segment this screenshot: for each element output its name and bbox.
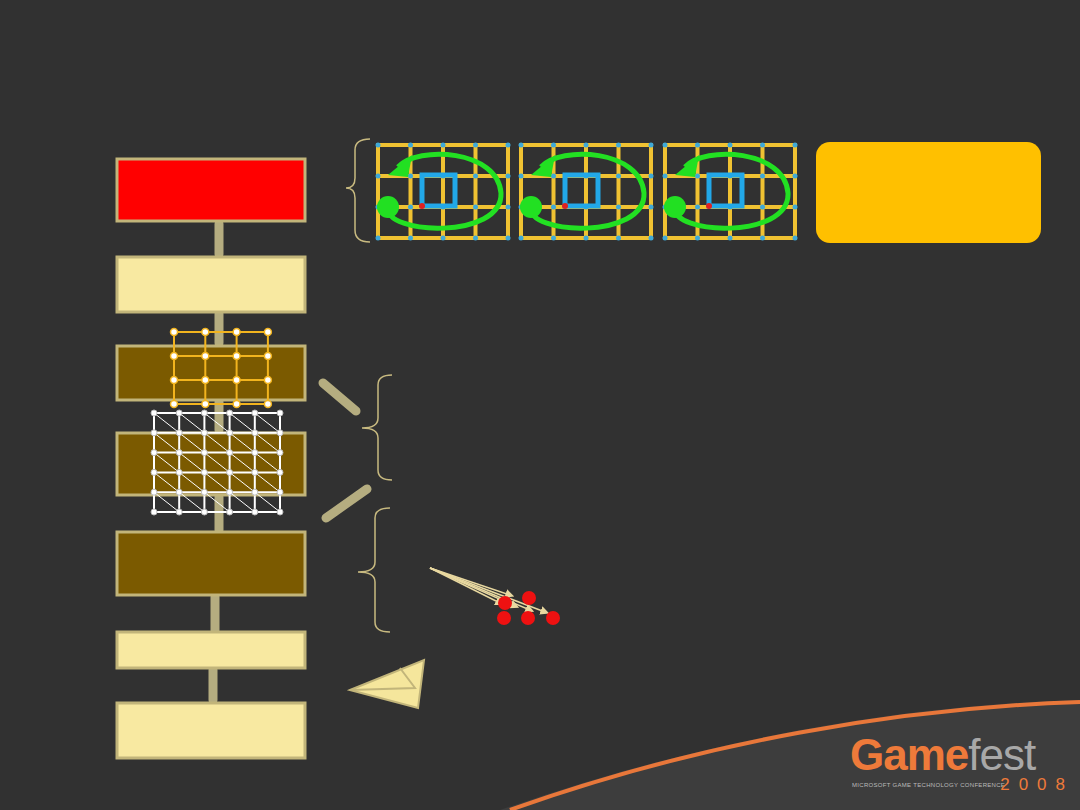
logo-year: 2008 — [1000, 775, 1074, 795]
orange-mesh — [171, 329, 272, 408]
swoosh-line — [510, 702, 1080, 810]
grid-tile — [519, 143, 654, 241]
grid-tile — [663, 143, 798, 241]
braces — [346, 139, 392, 632]
swoosh — [500, 700, 1080, 810]
fan-lines — [430, 568, 545, 612]
logo-word: Game — [850, 730, 968, 780]
grid-tile — [376, 143, 511, 241]
white-mesh — [151, 410, 283, 515]
logo-word: fest — [968, 730, 1035, 780]
logo: Gamefest — [850, 730, 1035, 780]
info-panel — [816, 142, 1041, 243]
triangle-shape — [350, 660, 424, 708]
stage-boxes — [117, 159, 305, 758]
red-dots — [497, 591, 560, 625]
logo-subtitle: MICROSOFT GAME TECHNOLOGY CONFERENCE — [852, 782, 1005, 788]
